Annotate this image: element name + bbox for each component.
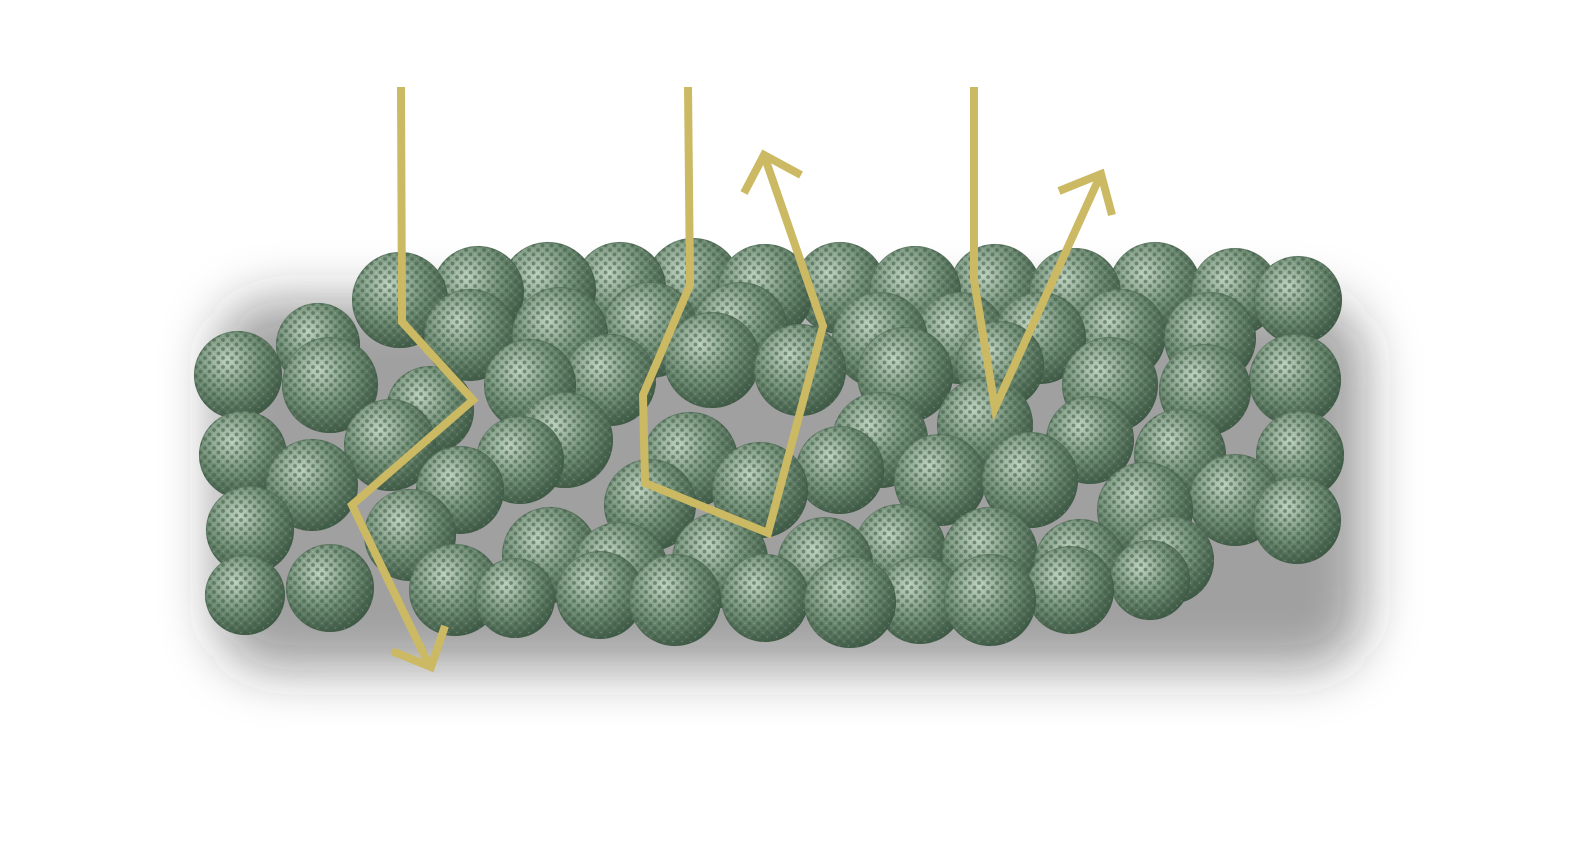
particle-sphere: [628, 553, 722, 647]
particle-sphere: [803, 555, 897, 649]
porous-particle-slab: [193, 237, 1345, 649]
particle-sphere: [1109, 539, 1191, 621]
particle-sphere: [943, 553, 1037, 647]
particle-sphere: [281, 336, 379, 434]
ray-reflected-right-arrowhead: [1057, 168, 1116, 217]
particle-sphere: [1252, 475, 1342, 565]
particle-sphere: [663, 311, 761, 409]
particle-sphere: [720, 553, 810, 643]
ray-reflected-left-path: [638, 86, 828, 539]
particle-sphere: [285, 543, 375, 633]
particle-sphere: [753, 323, 847, 417]
particle-sphere: [1255, 410, 1345, 500]
particle-sphere: [198, 410, 288, 500]
particle-sphere: [343, 398, 437, 492]
particle-sphere: [474, 557, 556, 639]
ray-reflected-left-arrowhead: [740, 149, 803, 195]
particle-sphere: [981, 431, 1079, 529]
particle-sphere: [193, 330, 283, 420]
ray-transmitted-arrowhead: [390, 624, 449, 673]
particle-sphere: [893, 433, 987, 527]
particle-sphere: [795, 425, 885, 515]
light-rays: [347, 86, 1116, 673]
particle-sphere: [1253, 255, 1343, 345]
ray-transmitted-path: [347, 86, 479, 669]
particle-sphere: [205, 485, 295, 575]
particle-sphere: [875, 555, 965, 645]
particle-sphere: [555, 550, 645, 640]
particle-sphere: [204, 554, 286, 636]
particle-sphere: [1025, 545, 1115, 635]
particle-sphere: [1248, 333, 1342, 427]
ray-reflected-right-path: [970, 87, 1105, 422]
particle-sphere: [265, 438, 359, 532]
